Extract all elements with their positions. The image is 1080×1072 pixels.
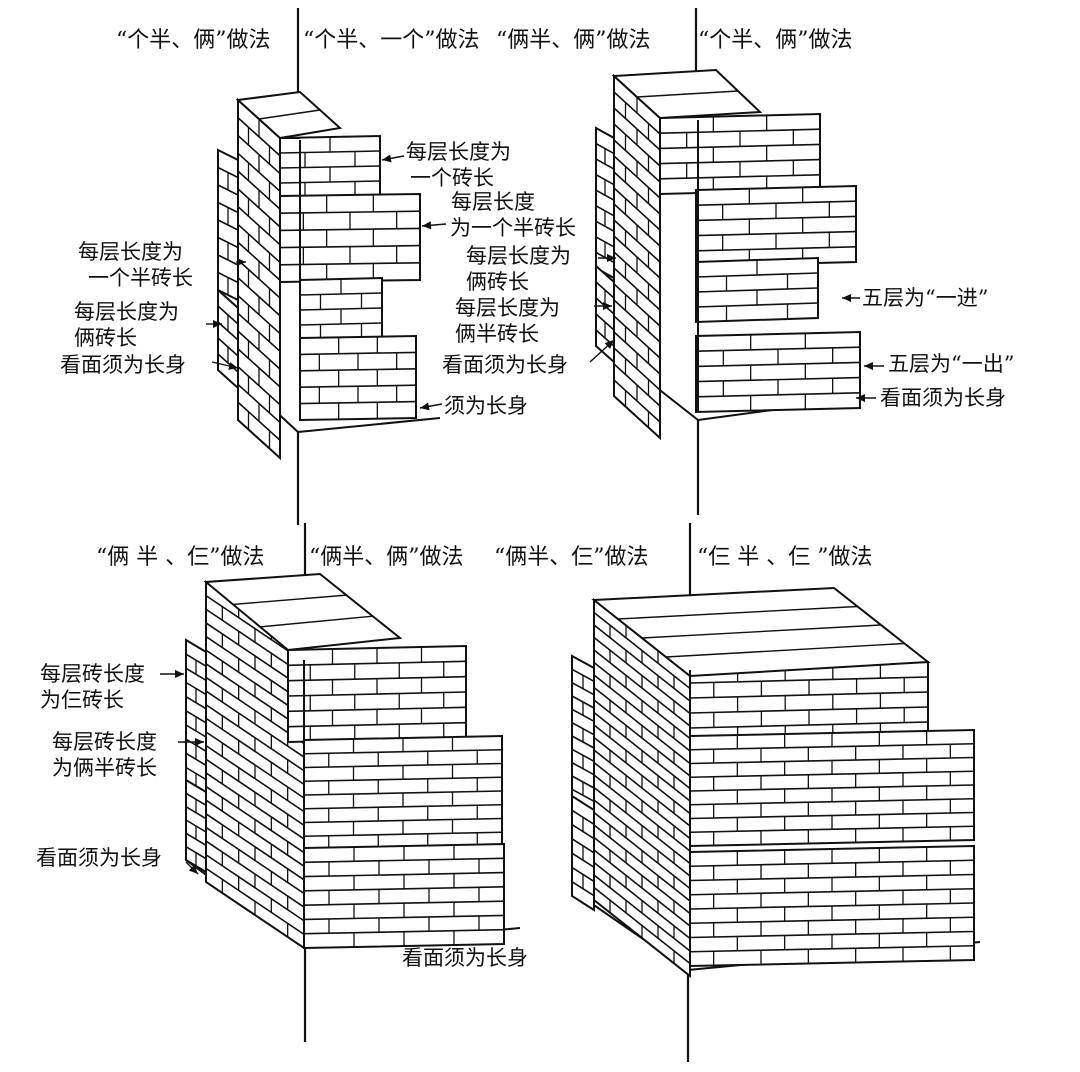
d2-front-neck [695, 256, 819, 324]
d3-label-three-2: 为仨砖长 [40, 688, 124, 712]
d2-front-mid-outline [695, 184, 857, 268]
arrowhead [228, 362, 238, 370]
top-joint [260, 615, 373, 628]
arrowhead [856, 394, 865, 402]
d2-front-base-outline [695, 330, 861, 414]
d3-header-right: “俩半、俩”做法 [309, 545, 464, 570]
d1-front-mid [279, 192, 421, 284]
top-joint [641, 624, 882, 639]
d1-front-base [299, 334, 417, 422]
arrowhead [188, 864, 198, 874]
d2-header-left: “俩半、俩”做法 [496, 28, 651, 53]
d2-label-in: 五层为“一进” [862, 286, 989, 310]
d2-label-face-right: 看面须为长身 [880, 386, 1006, 410]
d3-front-top [287, 644, 467, 744]
d1-label-one-half-r-1: 每层长度 [451, 190, 535, 214]
top-joint [258, 109, 321, 120]
d2-label-face: 看面须为长身 [442, 353, 568, 377]
d3-label-three-1: 每层砖长度 [40, 662, 145, 686]
arrowhead [382, 154, 392, 163]
d2-left-low-outline [595, 263, 615, 365]
d3-label-bottom: 看面须为长身 [402, 946, 528, 970]
d1-header-left: “个半、俩”做法 [116, 28, 271, 53]
d4-header-right: “仨 半 、仨 ”做法 [697, 545, 873, 570]
diagram-3 [160, 523, 521, 1042]
d4-left-low [571, 794, 595, 912]
d2-front-mid [695, 184, 857, 268]
d2-left-mid [595, 126, 615, 280]
d1-front-top [279, 134, 381, 200]
arrowhead [422, 221, 432, 230]
top-joint [636, 90, 739, 98]
arrowhead [864, 362, 873, 370]
d1-label-two-1: 每层长度为 [74, 300, 179, 324]
d1-left-low-outline [217, 287, 239, 391]
d2-label-two-half-1: 每层长度为 [455, 296, 560, 320]
d1-label-face: 看面须为长身 [60, 353, 186, 377]
d2-label-two-2: 俩砖长 [466, 270, 529, 294]
d1-label-one-brick-1: 每层长度为 [406, 140, 511, 164]
d2-label-out: 五层为“一出” [888, 352, 1015, 376]
ground-line [297, 417, 441, 433]
arrowhead [237, 258, 246, 266]
d1-left-mid [217, 148, 239, 302]
d1-header-right: “个半、一个”做法 [303, 28, 480, 53]
d3-front-base [303, 842, 505, 950]
d2-label-two-half-2: 俩半砖长 [455, 322, 539, 346]
d1-front-neck [299, 276, 383, 342]
diagram-4 [571, 523, 981, 1062]
d1-label-one-brick-2: 一个砖长 [410, 166, 494, 190]
d1-label-two-2: 俩砖长 [74, 326, 137, 350]
arrowhead [195, 738, 204, 746]
d3-label-two-half-1: 每层砖长度 [52, 730, 157, 754]
d3-header-left: “俩 半 、仨”做法 [96, 545, 265, 570]
d1-label-one-half-r-2: 为一个半砖长 [450, 216, 576, 240]
d1-top [235, 90, 343, 140]
arrowhead [213, 320, 222, 328]
diagram-2 [589, 8, 884, 515]
top-joint [665, 642, 905, 658]
d3-label-face: 看面须为长身 [36, 846, 162, 870]
arrowhead [607, 254, 616, 262]
arrowhead [604, 340, 614, 350]
d2-top [611, 68, 763, 120]
d4-front-base [689, 844, 975, 968]
diagram-1 [206, 8, 447, 525]
d1-label-one-half-l-1: 每层长度为 [78, 240, 183, 264]
arrowhead [175, 670, 184, 678]
d2-front-top [659, 112, 821, 196]
arrowhead [842, 294, 851, 302]
course-joint [237, 223, 281, 264]
d3-left-low [185, 778, 207, 874]
arrowhead [603, 302, 612, 310]
d3-left-upper [205, 580, 305, 950]
d2-header-right: “个半、俩”做法 [698, 28, 853, 53]
d1-front-base-outline [299, 334, 417, 422]
top-joint [617, 605, 858, 620]
d1-label-one-half-l-2: 一个半砖长 [88, 266, 193, 290]
top-joint [233, 594, 347, 606]
d2-left-upper [613, 73, 661, 441]
d3-top [203, 572, 403, 652]
d1-left-low [217, 287, 239, 391]
d2-front-base [695, 330, 861, 414]
d2-label-two-1: 每层长度为 [466, 244, 571, 268]
d1-left-upper [237, 97, 281, 461]
d4-front-mid [689, 728, 975, 848]
d4-header-left: “俩半、仨”做法 [494, 545, 649, 570]
d2-front-top-outline [659, 112, 821, 196]
d3-label-two-half-2: 为俩半砖长 [52, 756, 157, 780]
d1-label-bottom: 须为长身 [444, 394, 528, 418]
d4-top [591, 586, 931, 678]
d3-front-mid [303, 734, 503, 852]
d4-left-upper [593, 597, 691, 979]
arrowhead [420, 402, 430, 411]
